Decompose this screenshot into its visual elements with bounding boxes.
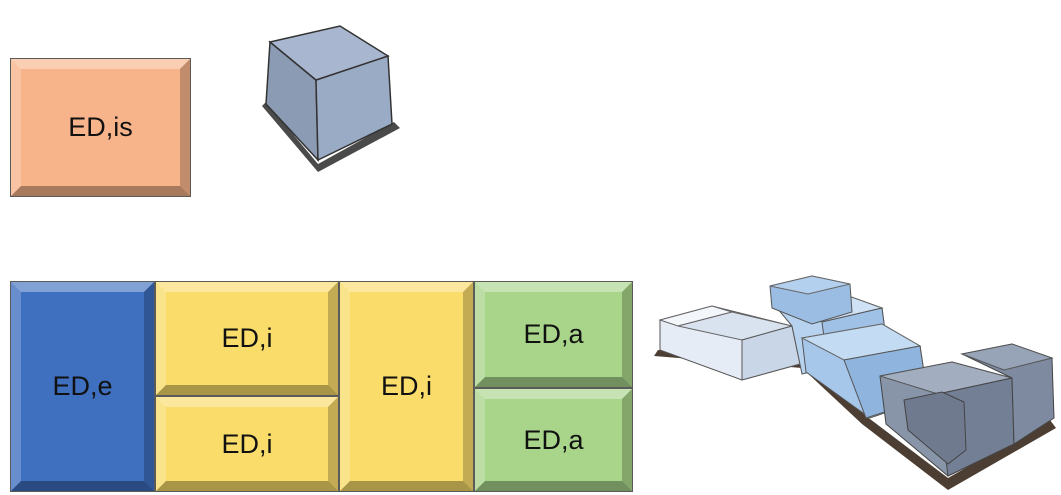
tile-ed-i-top: ED,i	[155, 281, 339, 396]
tile-ed-i-tall: ED,i	[339, 281, 474, 492]
tile-ed-a-bottom-label: ED,a	[523, 424, 584, 455]
tile-ed-i-bottom: ED,i	[155, 396, 339, 492]
tile-ed-i-tall-label: ED,i	[380, 371, 432, 401]
single-building-cube-icon	[262, 25, 400, 172]
tile-ed-is: ED,is	[10, 58, 191, 197]
building-block-cluster-icon	[654, 275, 1056, 490]
tile-ed-e-label: ED,e	[52, 371, 113, 401]
tile-ed-i-bottom-label: ED,i	[221, 428, 273, 459]
tile-ed-e: ED,e	[10, 281, 155, 492]
tile-ed-a-top: ED,a	[474, 281, 633, 388]
tile-ed-a-top-label: ED,a	[523, 319, 584, 349]
tile-ed-a-bottom: ED,a	[474, 388, 633, 492]
tile-ed-i-top-label: ED,i	[221, 323, 273, 353]
tile-ed-is-label: ED,is	[68, 112, 133, 142]
